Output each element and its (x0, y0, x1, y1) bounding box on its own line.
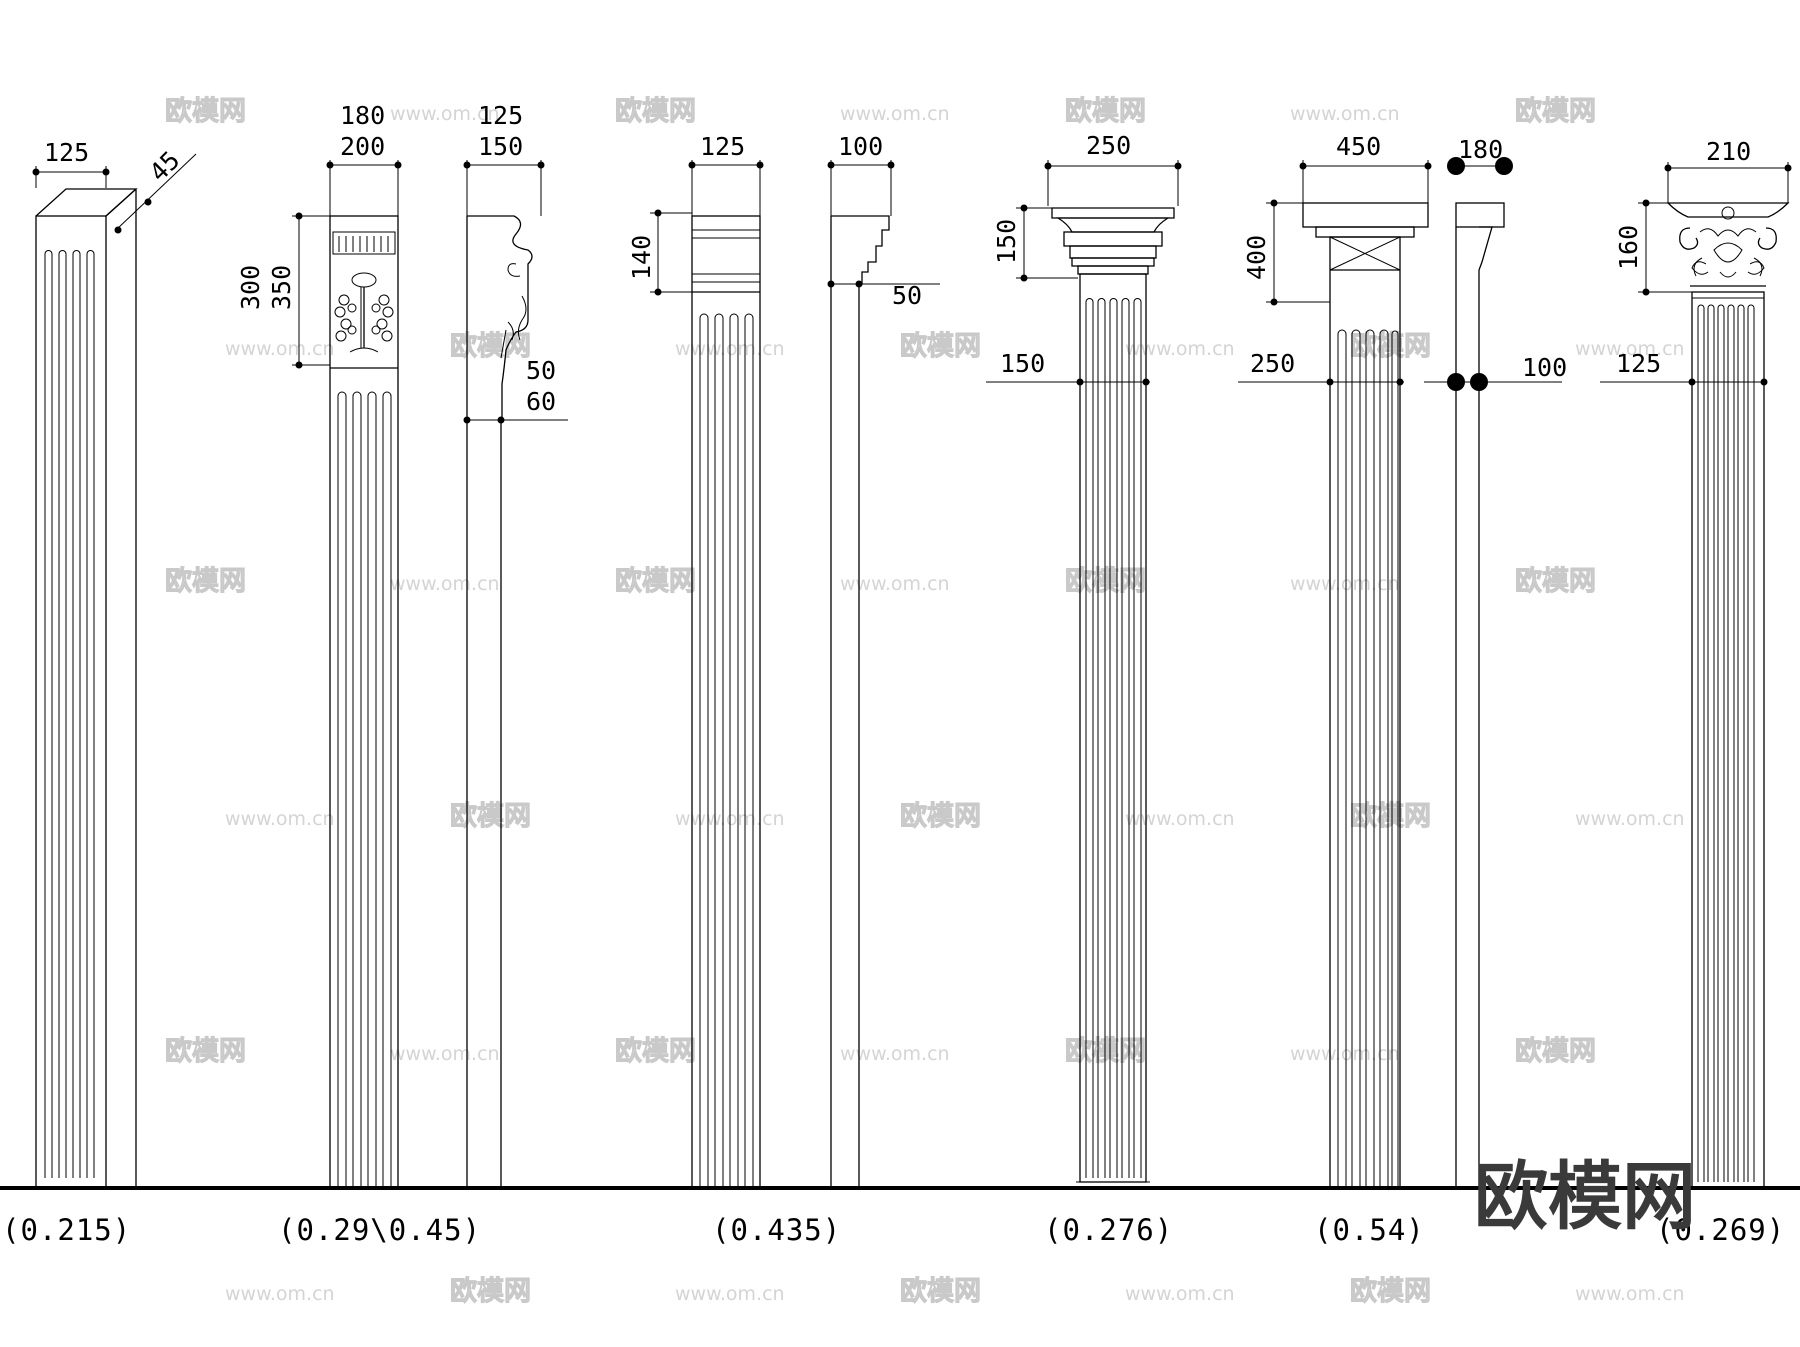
col1-dim-depth: 45 (144, 145, 186, 187)
col2-dim-180: 180 (340, 101, 385, 130)
column-4-doric: 250 150 150 (986, 131, 1182, 1183)
col3-side-dim-50: 50 (892, 281, 922, 310)
col2-side-dim-50: 50 (526, 356, 556, 385)
col2-side-dim-60: 60 (526, 387, 556, 416)
watermark-brand: 欧模网 (1515, 566, 1596, 597)
col6-abacus (1666, 202, 1790, 218)
col5-flutes (1337, 329, 1399, 1188)
watermark-brand: 欧模网 (1350, 331, 1431, 362)
col5-dim-400: 400 (1242, 235, 1271, 280)
column-5-square-pilaster: 450 400 250 (1238, 132, 1432, 1189)
col2-side-dim-125: 125 (478, 101, 523, 130)
watermark-url: www.om.cn (1125, 808, 1235, 830)
watermark-url: www.om.cn (840, 573, 950, 595)
col2-side-dim-150: 150 (478, 132, 523, 161)
col4-abacus (1051, 207, 1175, 219)
col6-dim-125: 125 (1616, 349, 1661, 378)
col1-front-face (35, 215, 107, 1189)
column-3-side-profile: 100 50 (827, 132, 940, 1188)
col5-side-dim-180: 180 (1458, 135, 1503, 164)
watermark-url: www.om.cn (840, 103, 950, 125)
col5-side-dim-100: 100 (1522, 353, 1567, 382)
col4-dim-150b: 150 (1000, 349, 1045, 378)
col2-dim-350: 350 (267, 265, 296, 310)
watermark-url: www.om.cn (1290, 1043, 1400, 1065)
watermark-url: www.om.cn (1575, 808, 1685, 830)
watermark-brand: 欧模网 (615, 1036, 696, 1067)
col5-side-dim-marker (1447, 157, 1465, 175)
col5-dim-250: 250 (1250, 349, 1295, 378)
watermark-brand: 欧模网 (900, 801, 981, 832)
col2-dim-200: 200 (340, 132, 385, 161)
col5-dim-450: 450 (1336, 132, 1381, 161)
col5-cap-block (1302, 202, 1429, 228)
column-6-corinthian: 210 160 125 (1600, 137, 1792, 1189)
col4-dim-150a: 150 (992, 219, 1021, 264)
watermark-brand: 欧模网 (165, 566, 246, 597)
watermark-url: www.om.cn (390, 573, 500, 595)
watermark-brand: 欧模网 (900, 331, 981, 362)
column-1-pilaster: 125 45 (32, 138, 197, 1189)
watermark-brand: 欧模网 (1350, 801, 1431, 832)
col6-flutes (1697, 304, 1755, 1182)
watermark-url: www.om.cn (1575, 1283, 1685, 1305)
watermark-layer: 欧模网 www.om.cn 欧模网 www.om.cn 欧模网 www.om.cn 欧模网 w… (165, 96, 1685, 1308)
col2-dentil-band (332, 231, 396, 255)
col3-side-dim-100: 100 (838, 132, 883, 161)
col2-flutes (337, 391, 392, 1188)
watermark-url: www.om.cn (1290, 573, 1400, 595)
col6-dim-160: 160 (1614, 225, 1643, 270)
watermark-url: www.om.cn (1125, 338, 1235, 360)
col4-flutes (1085, 298, 1142, 1178)
watermark-url: www.om.cn (1290, 103, 1400, 125)
col4-dim-250: 250 (1086, 131, 1131, 160)
watermark-brand: 欧模网 (450, 1276, 531, 1307)
watermark-brand: 欧模网 (900, 1276, 981, 1307)
watermark-url: www.om.cn (840, 1043, 950, 1065)
col6-acanthus-capital (1679, 206, 1777, 287)
watermark-brand: 欧模网 (1350, 1276, 1431, 1307)
watermark-brand: 欧模网 (1515, 1036, 1596, 1067)
watermark-brand: 欧模网 (615, 566, 696, 597)
watermark-brand: 欧模网 (450, 801, 531, 832)
brand-logo: 欧模网 (1474, 1154, 1696, 1240)
watermark-url: www.om.cn (1575, 338, 1685, 360)
caption-col6: (0.269) (1656, 1213, 1785, 1247)
watermark-brand: 欧模网 (165, 96, 246, 127)
col1-flutes (44, 250, 95, 1178)
col1-dim-width: 125 (44, 138, 89, 167)
column-2-side-profile: 125 150 50 60 (463, 101, 568, 1188)
caption-col4: (0.276) (1044, 1213, 1173, 1247)
col2-side-molding (467, 215, 533, 420)
col3-side-molding (831, 215, 890, 285)
col3-dim-140: 140 (627, 235, 656, 280)
caption-col2: (0.29\0.45) (278, 1213, 481, 1247)
watermark-url: www.om.cn (225, 338, 335, 360)
column-2-carved-pilaster: 180 200 300 350 (236, 101, 402, 1189)
watermark-brand: 欧模网 (1515, 96, 1596, 127)
watermark-url: www.om.cn (225, 808, 335, 830)
watermark-url: www.om.cn (390, 1043, 500, 1065)
watermark-brand: 欧模网 (450, 331, 531, 362)
col2-dim-300: 300 (236, 265, 265, 310)
watermark-brand: 欧模网 (1065, 96, 1146, 127)
watermark-url: www.om.cn (675, 1283, 785, 1305)
watermark-url: www.om.cn (225, 1283, 335, 1305)
col6-dim-210: 210 (1706, 137, 1751, 166)
caption-col3: (0.435) (712, 1213, 841, 1247)
column-3-pilaster: 125 140 (627, 132, 764, 1189)
watermark-brand: 欧模网 (165, 1036, 246, 1067)
caption-col5: (0.54) (1314, 1213, 1425, 1247)
column-5-side-profile: 180 100 (1424, 135, 1567, 1188)
col3-dim-125: 125 (700, 132, 745, 161)
col2-tree-ornament (334, 272, 394, 353)
col3-flutes (699, 313, 754, 1188)
caption-col1: (0.215) (2, 1213, 131, 1247)
watermark-url: www.om.cn (390, 103, 500, 125)
watermark-brand: 欧模网 (615, 96, 696, 127)
watermark-url: www.om.cn (1125, 1283, 1235, 1305)
